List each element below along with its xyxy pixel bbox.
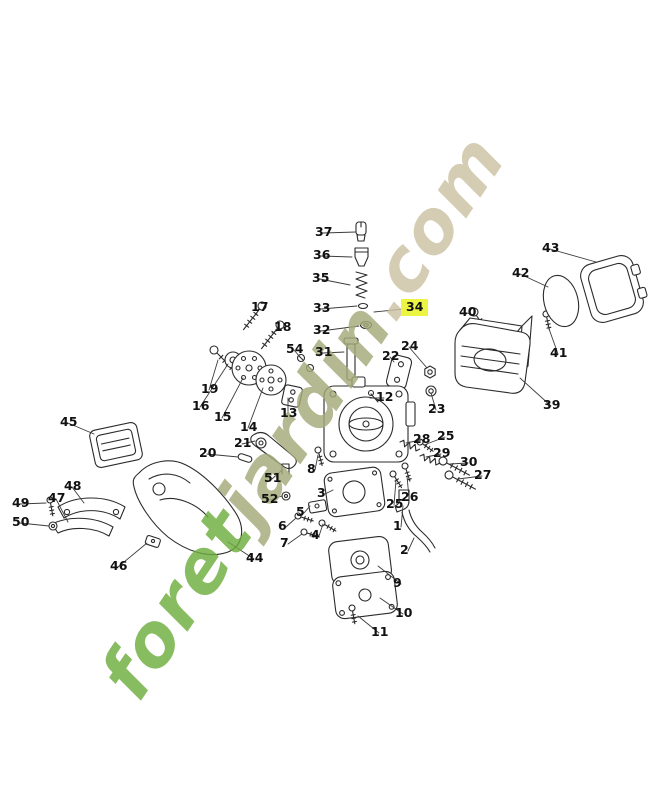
screw-27-drawing [443,469,478,494]
ring-52-drawing [281,491,291,501]
screw-6-drawing [293,511,315,525]
bolt-18-drawing [257,318,287,352]
ring-32-drawing [359,320,373,330]
plate-13-drawing [281,384,303,408]
filter-frame-43-drawing [580,255,648,323]
washer-50-drawing [48,521,58,531]
pin-20-drawing [237,453,253,463]
lever-21-drawing [250,431,297,470]
carburetor-body-drawing [323,376,416,463]
leader-lines [19,231,597,634]
pump-gasket-14-drawing [255,364,287,396]
screw-49-drawing [45,495,57,517]
clip-51-drawing [281,463,290,475]
adjust-screw-37-drawing [355,221,367,242]
bracket-47-drawing [51,517,114,537]
spring-35-drawing [355,271,368,299]
main-jet-31-drawing [343,337,359,381]
handle-molding-44-drawing [132,460,243,556]
bracket-48-drawing [57,497,126,520]
diagram-art [45,221,648,625]
plate-5-drawing [308,499,328,514]
air-filter-housing-39-drawing [454,315,533,394]
bolt-17-drawing [239,299,269,333]
gasket-3-drawing [323,466,386,518]
nut-24-drawing [424,365,436,379]
washer-23-drawing [425,385,437,397]
elbow-1-drawing [394,489,410,513]
hose-2-drawing [401,509,436,553]
screw-7-drawing [299,527,321,541]
clip-46-drawing [144,535,161,548]
screw-30-drawing [437,455,472,480]
screw-25-lower-drawing [388,469,405,490]
gasket-22-drawing [385,354,413,390]
cover-45-drawing [89,421,143,469]
washer-33-drawing [357,302,369,310]
cover-10-drawing [332,570,398,620]
nozzle-36-drawing [354,247,369,267]
filter-element-42-drawing [542,274,580,328]
